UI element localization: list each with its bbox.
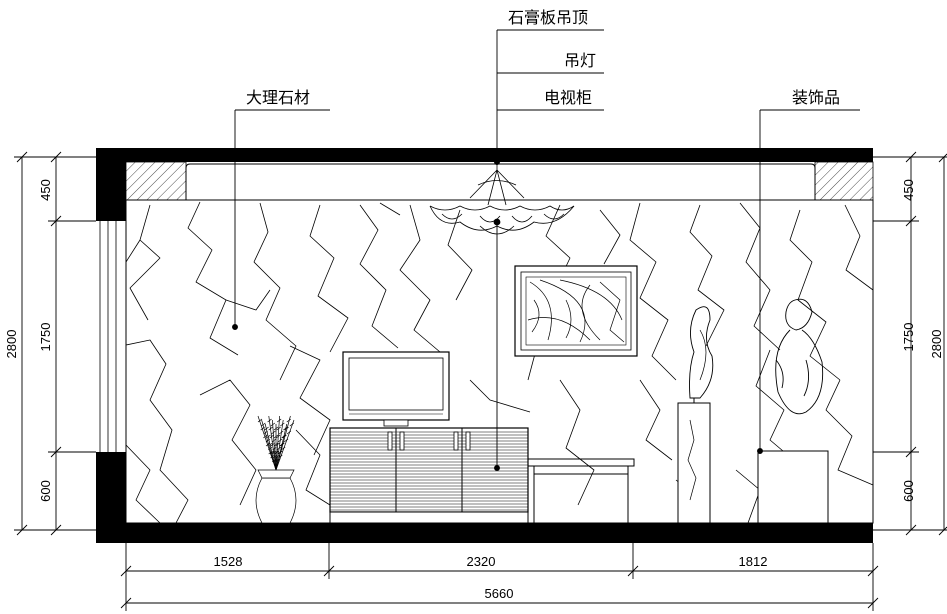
television (342, 351, 450, 427)
marble-veins (125, 201, 874, 524)
dim-left-total: 2800 (4, 330, 19, 359)
dimension-lines (14, 151, 947, 611)
dim-right-total: 2800 (929, 330, 944, 359)
label-tv-cabinet: 电视柜 (544, 88, 592, 107)
floor-slab (96, 523, 873, 543)
leader-lines (232, 29, 860, 471)
label-chandelier: 吊灯 (564, 51, 596, 70)
dim-width-left: 1528 (214, 554, 243, 569)
dim-width-total: 5660 (485, 586, 514, 601)
chandelier (429, 162, 575, 235)
sculpture-pedestal (677, 306, 714, 524)
wall-painting (514, 265, 638, 357)
dim-left-bottom: 600 (38, 480, 53, 502)
gypsum-ceiling (125, 161, 874, 201)
left-opening (99, 221, 127, 452)
label-gypsum-ceiling: 石膏板吊顶 (508, 8, 588, 27)
dim-left-mid: 1750 (38, 323, 53, 352)
wall-structure (96, 148, 873, 543)
label-marble: 大理石材 (246, 88, 310, 107)
left-wall-upper (96, 148, 126, 221)
dim-right-bottom: 600 (901, 480, 916, 502)
dim-width-right: 1812 (739, 554, 768, 569)
dim-right-mid: 1750 (901, 323, 916, 352)
floor-vase (255, 415, 297, 524)
tv-cabinet (329, 427, 529, 524)
decor-panel (757, 298, 829, 524)
left-wall-lower (96, 452, 126, 543)
ceiling-slab (96, 148, 873, 162)
side-table (527, 458, 635, 523)
dim-width-mid: 2320 (467, 554, 496, 569)
dim-left-top: 450 (38, 179, 53, 201)
dim-right-top: 450 (901, 179, 916, 201)
label-decor: 装饰品 (792, 88, 840, 107)
